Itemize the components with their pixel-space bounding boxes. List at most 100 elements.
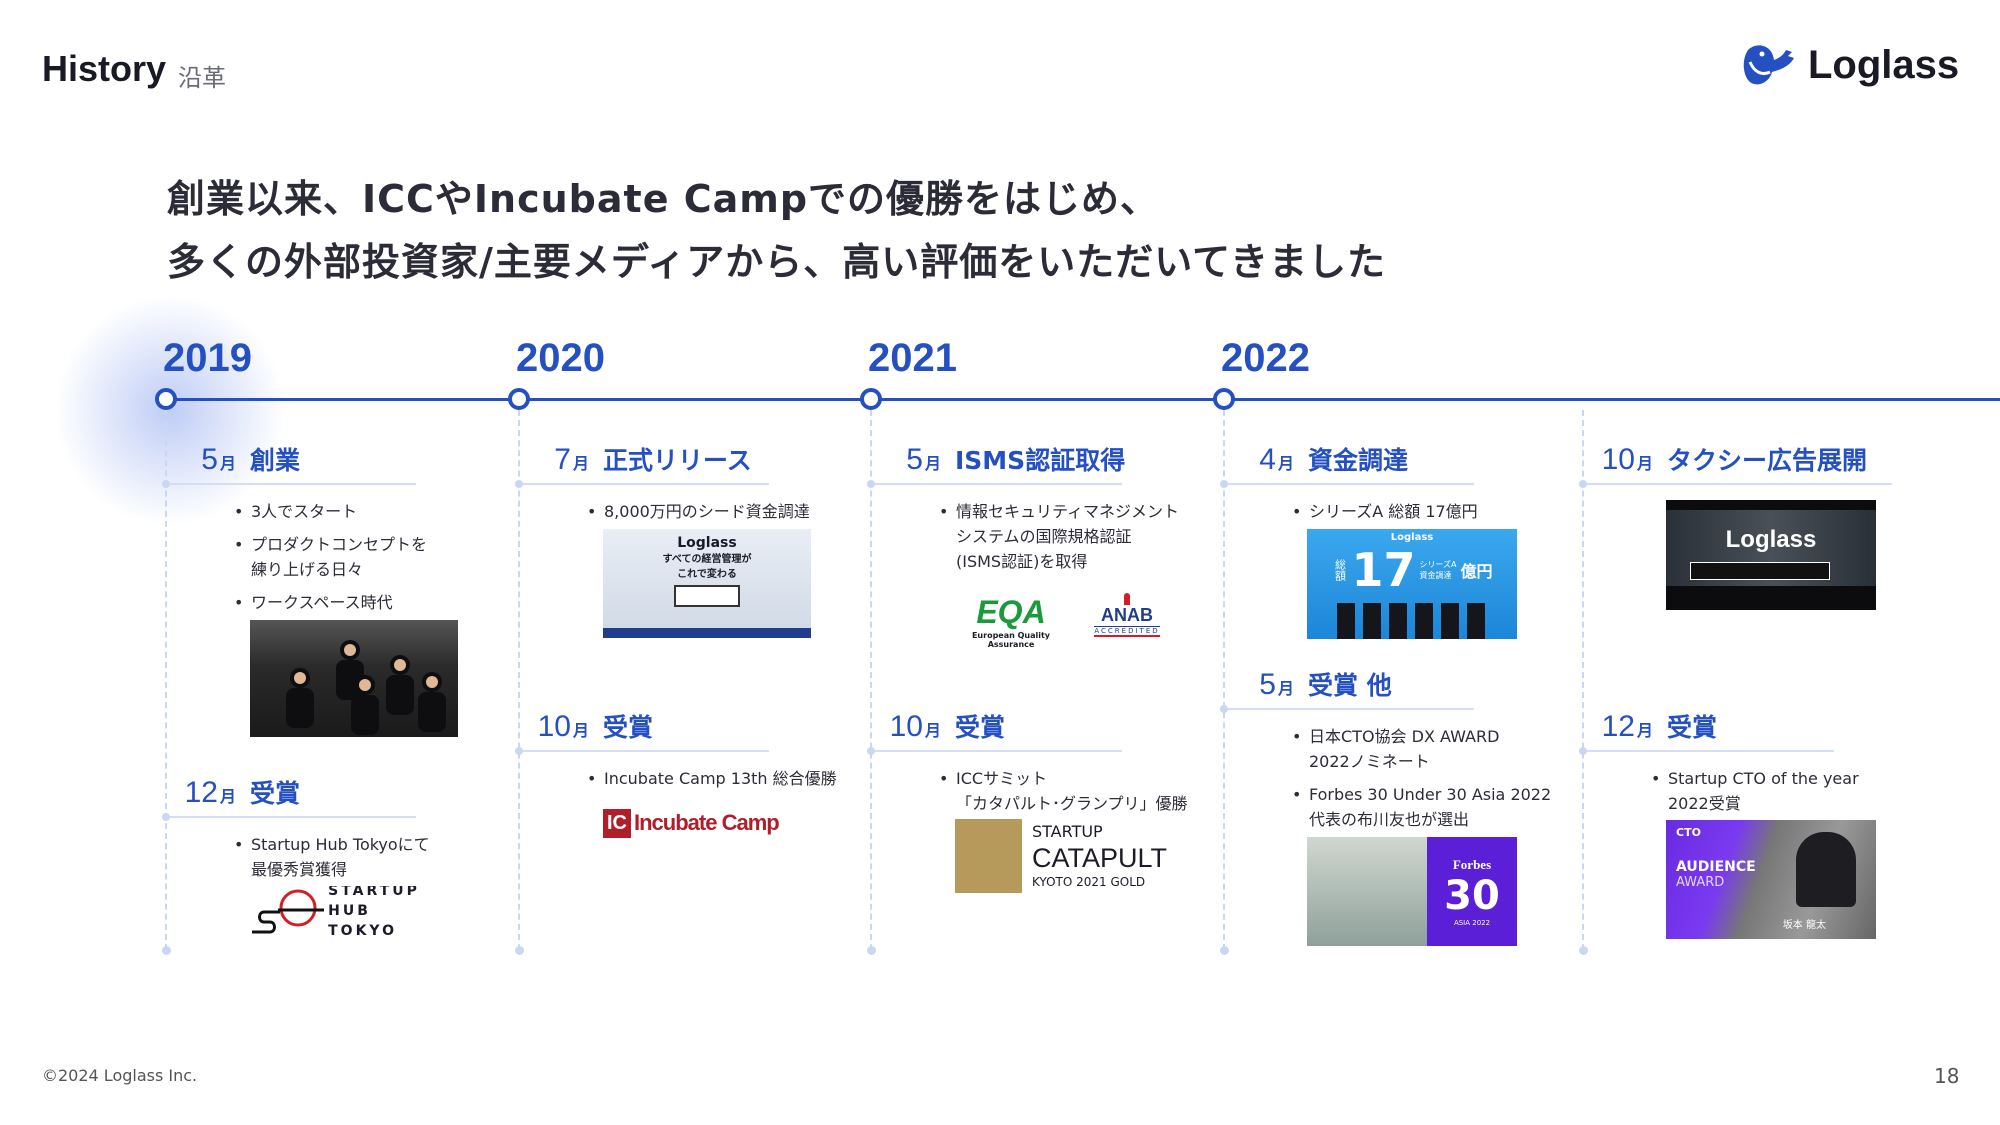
event-bullets: シリーズA 総額 17億円 [1292, 499, 1564, 524]
bullet-item: プロダクトコンセプトを 練り上げる日々 [234, 532, 506, 582]
column-divider [518, 410, 520, 950]
month-unit: 月 [1277, 456, 1294, 473]
divider-dot [1220, 946, 1229, 955]
anab-flame [1124, 593, 1130, 605]
bullet-item: シリーズA 総額 17億円 [1292, 499, 1564, 524]
startup-hub-line1: STARTUP HUB [328, 886, 420, 919]
event-title: 創業 [250, 446, 301, 475]
bullet-item: 情報セキュリティマネジメント システムの国際規格認証 (ISMS認証)を取得 [939, 499, 1211, 574]
event-3: 10月受賞Incubate Camp 13th 総合優勝 [515, 708, 859, 799]
event-9: 12月受賞Startup CTO of the year 2022受賞 [1579, 708, 1923, 824]
event-underline [162, 813, 416, 821]
event-bullets: 日本CTO協会 DX AWARD 2022ノミネートForbes 30 Unde… [1292, 724, 1564, 832]
event-bullets: 3人でスタートプロダクトコンセプトを 練り上げる日々ワークスペース時代 [234, 499, 506, 615]
incubate-camp-logo: IC Incubate Camp [603, 804, 811, 842]
divider-dot [867, 946, 876, 955]
event-underline [1220, 480, 1474, 488]
event-underline [867, 747, 1122, 755]
event-bullets: 8,000万円のシード資金調達 [587, 499, 859, 524]
headline-line-2: 多くの外部投資家/主要メディアから、高い評価をいただいてきました [167, 240, 1386, 284]
page-number: 18 [1934, 1064, 1960, 1088]
month-unit: 月 [1636, 456, 1653, 473]
eqa-mark: EQA [976, 594, 1046, 630]
bullet-item: 日本CTO協会 DX AWARD 2022ノミネート [1292, 724, 1564, 774]
award-line2: AWARD [1676, 875, 1725, 890]
copyright: ©2024 Loglass Inc. [42, 1066, 198, 1085]
event-title: 受賞 [1667, 713, 1718, 742]
divider-dot [515, 946, 524, 955]
page-title: History [42, 48, 167, 89]
series-a-amount: 17 [1351, 543, 1416, 597]
release-visual: Loglass すべての経営管理が これで変わる [603, 529, 811, 638]
series-a-tag: シリーズA 資金調達 [1419, 560, 1457, 580]
bullet-item: Incubate Camp 13th 総合優勝 [587, 766, 859, 791]
series-a-unit: 億円 [1460, 562, 1493, 581]
forbes-sub: ASIA 2022 [1453, 918, 1491, 927]
release-brand: Loglass [677, 535, 737, 551]
team-photo [250, 620, 458, 737]
event-title: 受賞 他 [1308, 671, 1392, 700]
loglass-logo: Loglass [1742, 42, 1959, 88]
month-unit: 月 [219, 456, 236, 473]
event-title: 資金調達 [1308, 446, 1409, 475]
year-2020: 2020 [516, 336, 605, 380]
event-4: 5月ISMS認証取得情報セキュリティマネジメント システムの国際規格認証 (IS… [867, 441, 1211, 582]
year-2022: 2022 [1221, 336, 1310, 380]
forbes-30: 30 [1444, 872, 1500, 919]
bullet-item: ICCサミット 「カタパルト･グランプリ」優勝 [939, 766, 1211, 816]
whale-icon [1743, 45, 1794, 85]
month-number: 10 [537, 710, 571, 743]
event-bullets: ICCサミット 「カタパルト･グランプリ」優勝 [939, 766, 1211, 816]
startup-hub-line2: TOKYO [328, 923, 397, 936]
series-a-side: 総額 [1333, 559, 1347, 581]
month-number: 12 [1601, 710, 1635, 743]
logo-text: Loglass [1808, 42, 1960, 87]
founder-photo [1307, 837, 1427, 946]
month-unit: 月 [219, 789, 236, 806]
bullet-item: 8,000万円のシード資金調達 [587, 499, 859, 524]
year-2021: 2021 [868, 336, 957, 380]
event-underline [1579, 480, 1892, 488]
team-photo-people [286, 640, 446, 735]
timeline-node [860, 388, 882, 410]
column-divider [165, 410, 167, 950]
timeline-node [155, 388, 177, 410]
series-a-visual: Loglass 総額 17 シリーズA 資金調達 億円 [1307, 529, 1517, 639]
event-title: 正式リリース [603, 446, 752, 475]
column-divider [1582, 410, 1584, 950]
month-unit: 月 [924, 456, 941, 473]
event-underline [1220, 705, 1474, 713]
event-title: タクシー広告展開 [1667, 446, 1868, 475]
catapult-line3: KYOTO 2021 GOLD [1031, 875, 1146, 890]
month-number: 12 [184, 776, 218, 809]
bullet-item: ワークスペース時代 [234, 590, 506, 615]
startup-hub-tokyo-mark [252, 889, 325, 934]
page-subtitle: 沿革 [178, 64, 226, 92]
event-title: ISMS認証取得 [955, 446, 1126, 475]
month-number: 10 [889, 710, 923, 743]
taxi-ad-caption-box [1690, 562, 1830, 580]
month-number: 5 [1259, 668, 1276, 701]
bullet-item: 3人でスタート [234, 499, 506, 524]
incubate-text: Incubate Camp [634, 810, 780, 835]
anab-sub: ACCREDITED [1094, 626, 1160, 637]
event-title: 受賞 [955, 713, 1006, 742]
event-bullets: 情報セキュリティマネジメント システムの国際規格認証 (ISMS認証)を取得 [939, 499, 1211, 574]
headline-line-1: 創業以来、ICCやIncubate Campでの優勝をはじめ、 [167, 177, 1160, 221]
catapult-line2: CATAPULT [1031, 842, 1167, 873]
divider-dot [1579, 946, 1588, 955]
